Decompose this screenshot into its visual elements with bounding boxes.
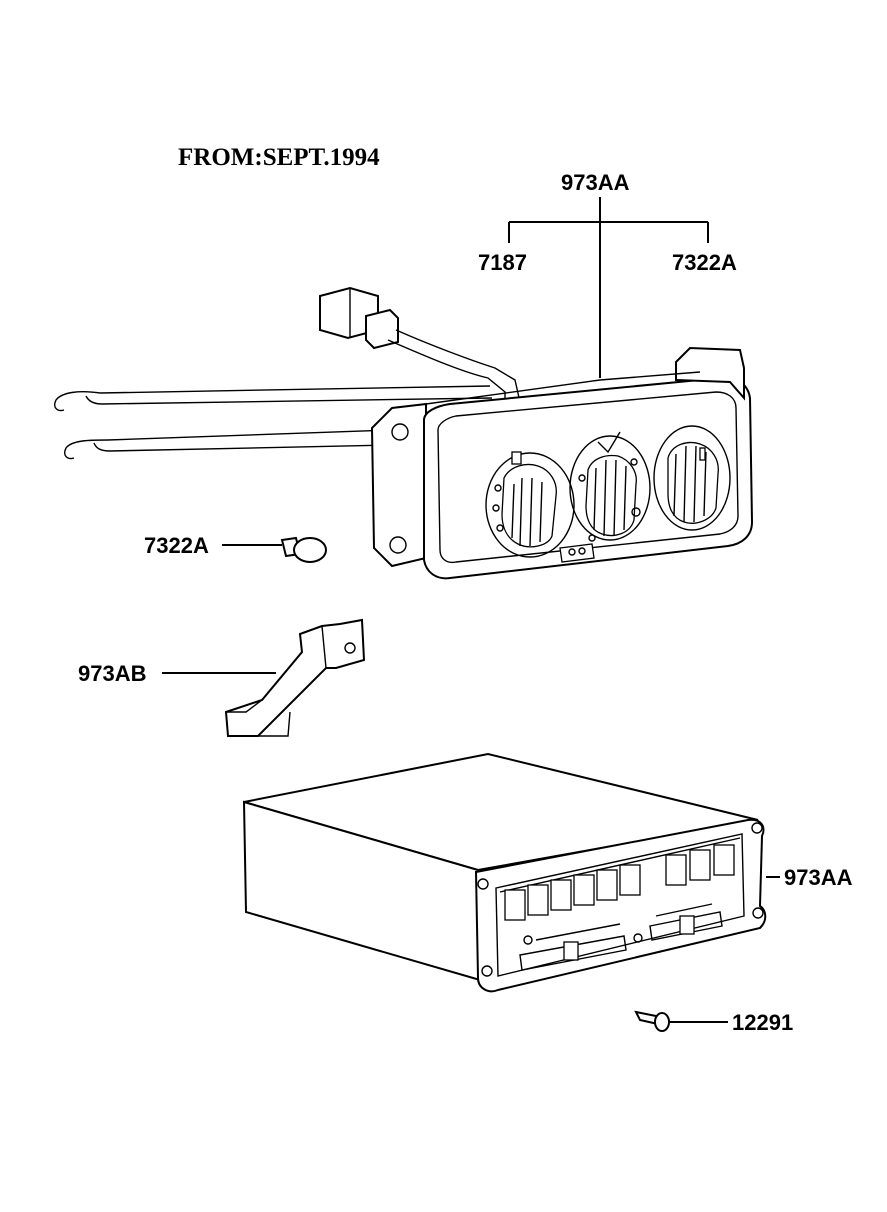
label-973ab: 973AB (78, 661, 146, 686)
label-12291: 12291 (732, 1010, 793, 1035)
wire-connector-icon (319, 286, 521, 405)
screw-icon (634, 1010, 670, 1032)
callout-bulb-side[interactable]: 7322A (144, 533, 282, 558)
lower-control-assembly[interactable] (242, 752, 767, 993)
rotary-knob-icon[interactable] (485, 451, 575, 558)
cable-hook-icon (54, 385, 493, 460)
effective-date-header: FROM:SEPT.1994 (178, 144, 380, 171)
slider-icon[interactable] (519, 903, 723, 971)
callout-bottom-control-assembly[interactable]: 973AA (766, 865, 853, 890)
label-7322a-top[interactable]: 7322A (672, 250, 737, 275)
bulb-icon (280, 536, 327, 563)
label-973aa-top: 973AA (561, 170, 630, 195)
callout-screw[interactable]: 12291 (670, 1010, 793, 1035)
push-button-icon[interactable] (504, 844, 735, 921)
rotary-knob-icon[interactable] (653, 425, 731, 531)
label-973aa-bottom: 973AA (784, 865, 853, 890)
label-7322a-side: 7322A (144, 533, 209, 558)
callout-top-control-assembly[interactable]: 973AA (508, 170, 709, 378)
label-7187[interactable]: 7187 (478, 250, 527, 275)
bracket-icon (224, 618, 366, 737)
callout-bracket[interactable]: 973AB (78, 661, 276, 686)
rotary-knob-icon[interactable] (569, 431, 651, 542)
